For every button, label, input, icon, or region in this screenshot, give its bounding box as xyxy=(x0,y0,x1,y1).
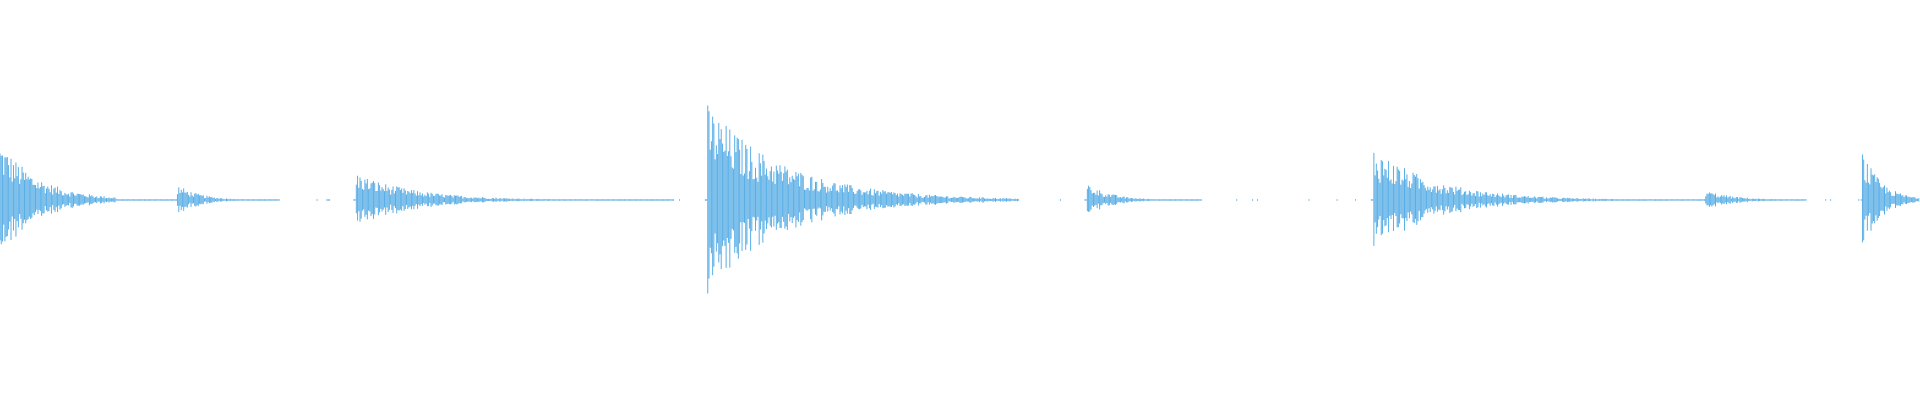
waveform-trace xyxy=(0,105,1920,294)
